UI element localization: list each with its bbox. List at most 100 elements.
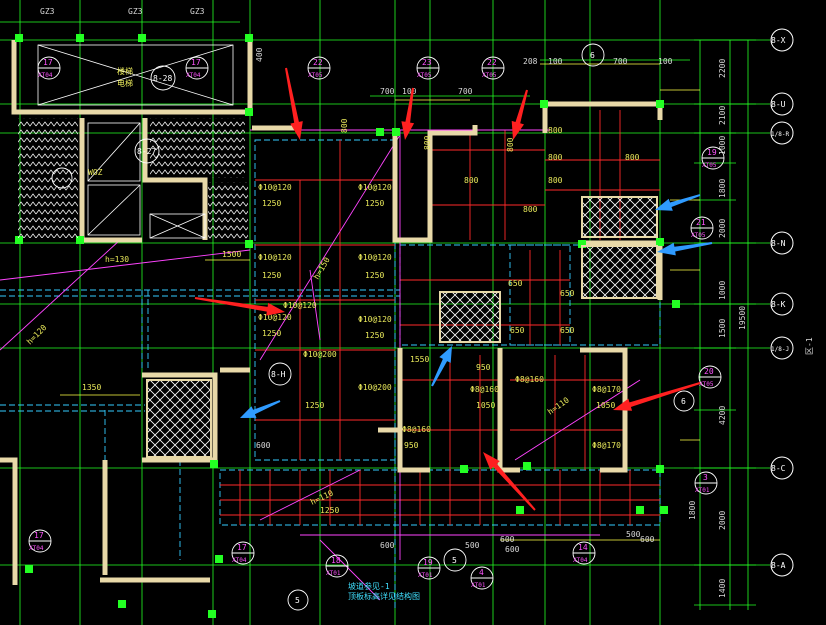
axis-label-18j: 1/8-J — [771, 346, 789, 353]
blue-arrow-annotations — [240, 194, 713, 418]
wall-bottom-left — [0, 457, 18, 585]
bubble-17c-num: 17 — [34, 531, 44, 540]
red-arrow-3 — [194, 297, 285, 316]
wall-top-right — [542, 101, 663, 133]
bubble-20-num: 20 — [704, 367, 714, 376]
elevator-shaft — [37, 44, 234, 106]
rebar-label: 650 — [508, 279, 523, 288]
rebar-label: Φ8@170 — [592, 441, 621, 450]
bubble-texts: 17 XT04 17 XT04 22 XT05 23 XT05 22 XT05 … — [29, 51, 717, 605]
rebar-label: Φ10@120 — [358, 183, 392, 192]
rebar-label: 650 — [560, 326, 575, 335]
magenta-lines — [0, 129, 641, 601]
red-arrow-0 — [285, 67, 303, 140]
top-dim: 600 — [500, 535, 515, 544]
bubble-17a-num: 17 — [43, 58, 53, 67]
opening-hatch-3 — [439, 291, 501, 343]
rebar-label: 1050 — [476, 401, 495, 410]
bubble-18-num: 18 — [331, 556, 341, 565]
top-dim: 100 — [548, 57, 563, 66]
rebar-label-texts: Φ10@120 Φ10@120 1250 1250 Φ10@120 Φ10@12… — [82, 126, 640, 450]
rebar-label: 1050 — [596, 401, 615, 410]
note-stair: 楼梯 — [117, 66, 133, 76]
rebar-label: 1550 — [410, 355, 429, 364]
bubble-6t-num: 6 — [590, 51, 595, 60]
bubble-4-code: XT01 — [471, 582, 486, 589]
top-dim: 400 — [255, 47, 264, 62]
rebar-label: Φ10@120 — [258, 313, 292, 322]
red-arrow-4 — [613, 382, 701, 411]
rebar-label: 650 — [510, 326, 525, 335]
rdim-5: 1500 — [718, 319, 727, 338]
red-arrow-1 — [401, 87, 415, 140]
bubble-17b-num: 17 — [191, 58, 201, 67]
top-dim: 700 — [458, 87, 473, 96]
opening-hatch-4 — [146, 379, 212, 458]
rebar-label: Φ10@120 — [283, 301, 317, 310]
rdim-1: 2100 — [718, 106, 727, 125]
bottom-dim: 500 — [465, 541, 480, 550]
slope-label: h=130 — [105, 255, 129, 264]
rebar-label: Φ10@200 — [358, 383, 392, 392]
top-dim: 100 — [658, 57, 673, 66]
bubble-23-code: XT05 — [417, 72, 432, 79]
rebar-label: 950 — [404, 441, 419, 450]
blue-arrow-2 — [431, 346, 452, 387]
notes: 楼梯 电梯 WOZ 坡道参见-1 顶板标高详见结构图 — [88, 66, 420, 601]
bubble-27-num: 8-27 — [137, 147, 156, 156]
top-dim: 700 — [380, 87, 395, 96]
bottom-dim: 500 — [626, 530, 641, 539]
rebar-label: 1250 — [262, 199, 281, 208]
bubble-17a-code: XT04 — [38, 72, 53, 79]
blue-arrow-3 — [240, 400, 281, 418]
bottom-dim: 1800 — [688, 501, 697, 520]
bubble-21-code: XT05 — [691, 232, 706, 239]
bubble-5-num: 5 — [452, 556, 457, 565]
top-dim-lines — [0, 21, 690, 97]
top-gz3-a: GZ3 — [40, 7, 55, 16]
bubble-17d-code: XT04 — [232, 557, 247, 564]
stair-hatch-1 — [18, 118, 78, 238]
bubble-20-code: XT05 — [699, 381, 714, 388]
bubble-17b-code: XT04 — [186, 72, 201, 79]
rebar-label: 1350 — [82, 383, 101, 392]
rdim-0: 2200 — [718, 59, 727, 78]
rebar-label: Φ10@120 — [258, 253, 292, 262]
rebar-label: 950 — [476, 363, 491, 372]
rdim-7: 4200 — [718, 406, 727, 425]
rebar-label: Φ8@160 — [470, 385, 499, 394]
note-woz: WOZ — [88, 168, 103, 177]
bubble-14-num: 14 — [578, 543, 588, 552]
top-dim: 100 — [402, 87, 417, 96]
rdim-9: 1400 — [718, 579, 727, 598]
rebar-label: 800 — [625, 153, 640, 162]
rebar-label: 1500 — [222, 250, 241, 259]
right-axis-bubbles — [770, 28, 794, 577]
rebar-label: 800 — [464, 176, 479, 185]
detail-bubbles — [28, 43, 725, 611]
rebar-label: Φ8@170 — [592, 385, 621, 394]
rdim-2: 1000 — [718, 136, 727, 155]
bubble-3-code: XT01 — [695, 487, 710, 494]
bubble-17d-num: 17 — [237, 543, 247, 552]
bottom-dim: 600 — [380, 541, 395, 550]
rebar-label: 800 — [548, 126, 563, 135]
rebar-label: Φ10@120 — [358, 315, 392, 324]
note-ramp: 坡道参见-1 — [348, 581, 390, 591]
wall-stair — [142, 118, 208, 240]
opening-hatch-2 — [581, 245, 658, 299]
wall-mid — [397, 348, 430, 473]
top-dim: 208 — [523, 57, 538, 66]
rdim-8: 2000 — [718, 511, 727, 530]
note-slab: 顶板标高详见结构图 — [348, 591, 420, 601]
top-gz3-c: GZ3 — [190, 7, 205, 16]
bubble-22a-code: XT05 — [308, 72, 323, 79]
rdim-3: 1800 — [718, 179, 727, 198]
bubble-8h-num: 8-H — [271, 370, 286, 379]
axis-label-8a: 8-A — [771, 561, 786, 570]
axis-label-8k: 8-K — [771, 300, 786, 309]
elevator-cab — [87, 122, 206, 239]
right-axis-labels: 8-X 8-U 1/8-R 8-N 8-K 1/8-J 8-C 8-A — [771, 36, 789, 570]
rebar-label: 1250 — [262, 271, 281, 280]
